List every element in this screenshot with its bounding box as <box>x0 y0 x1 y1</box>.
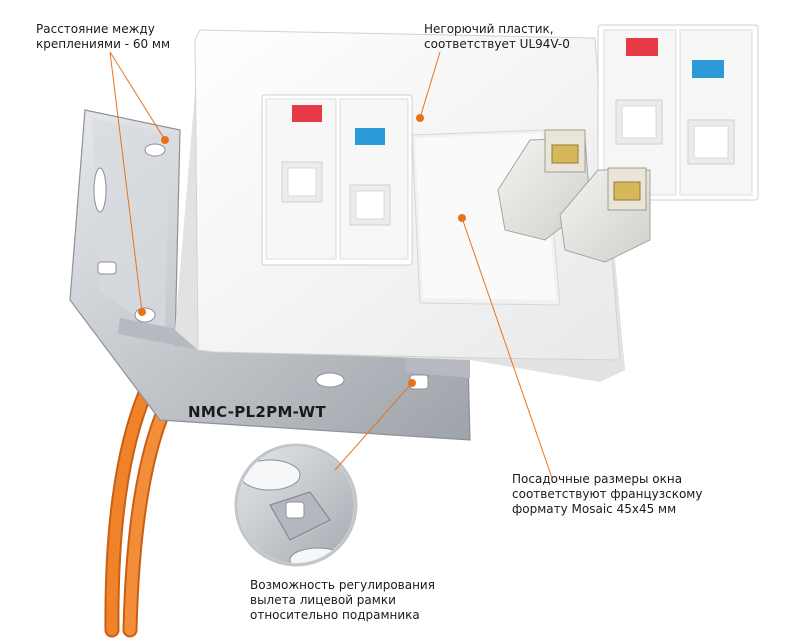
adjustment-line-1: Возможность регулирования <box>250 578 435 592</box>
mount-spacing-line-2: креплениями - 60 мм <box>36 37 171 51</box>
window-size-label: Посадочные размеры окна соответствуют фр… <box>512 472 702 517</box>
zoom-detail <box>234 443 358 567</box>
mount-spacing-label: Расстояние между креплениями - 60 мм <box>36 22 170 52</box>
leader-lines <box>109 51 553 479</box>
window-size-line-3: формату Mosaic 45x45 мм <box>512 502 677 516</box>
rj45-module-icon <box>597 24 759 201</box>
plastic-label: Негорючий пластик, соответствует UL94V-0 <box>424 22 570 52</box>
plastic-line-2: соответствует UL94V-0 <box>424 37 570 51</box>
plastic-line-1: Негорючий пластик, <box>424 22 554 36</box>
rj45-module-icon <box>261 94 413 266</box>
model-label: NMC-PL2PM-WT <box>188 403 326 421</box>
adjustment-line-3: относительно подрамника <box>250 608 420 622</box>
adjustment-line-2: вылета лицевой рамки <box>250 593 396 607</box>
mount-spacing-line-1: Расстояние между <box>36 22 155 36</box>
adjustment-label: Возможность регулирования вылета лицевой… <box>250 578 435 623</box>
window-size-line-2: соответствуют французскому <box>512 487 703 501</box>
window-size-line-1: Посадочные размеры окна <box>512 472 683 486</box>
leader-dots <box>138 114 466 387</box>
keystone-jack-icon <box>497 129 651 263</box>
